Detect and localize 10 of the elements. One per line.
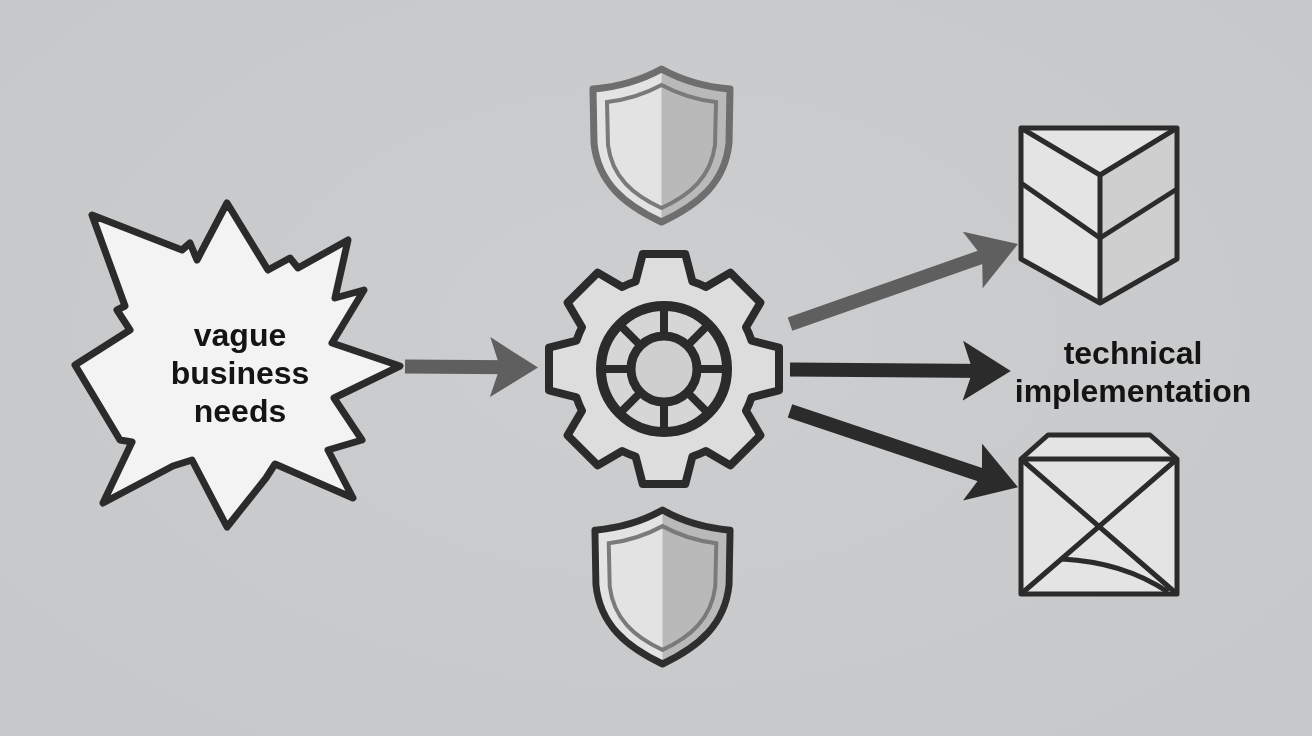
shield-icon — [588, 65, 735, 226]
arrow — [787, 231, 1021, 331]
arrow — [789, 340, 1011, 401]
cube-icon — [1018, 125, 1180, 306]
node-label: vague business needs — [170, 316, 310, 430]
crate-icon — [1018, 432, 1180, 597]
starburst — [70, 198, 405, 532]
shield-icon — [590, 506, 735, 668]
arrow — [404, 337, 539, 398]
node-label: technical implementation — [1010, 334, 1256, 410]
